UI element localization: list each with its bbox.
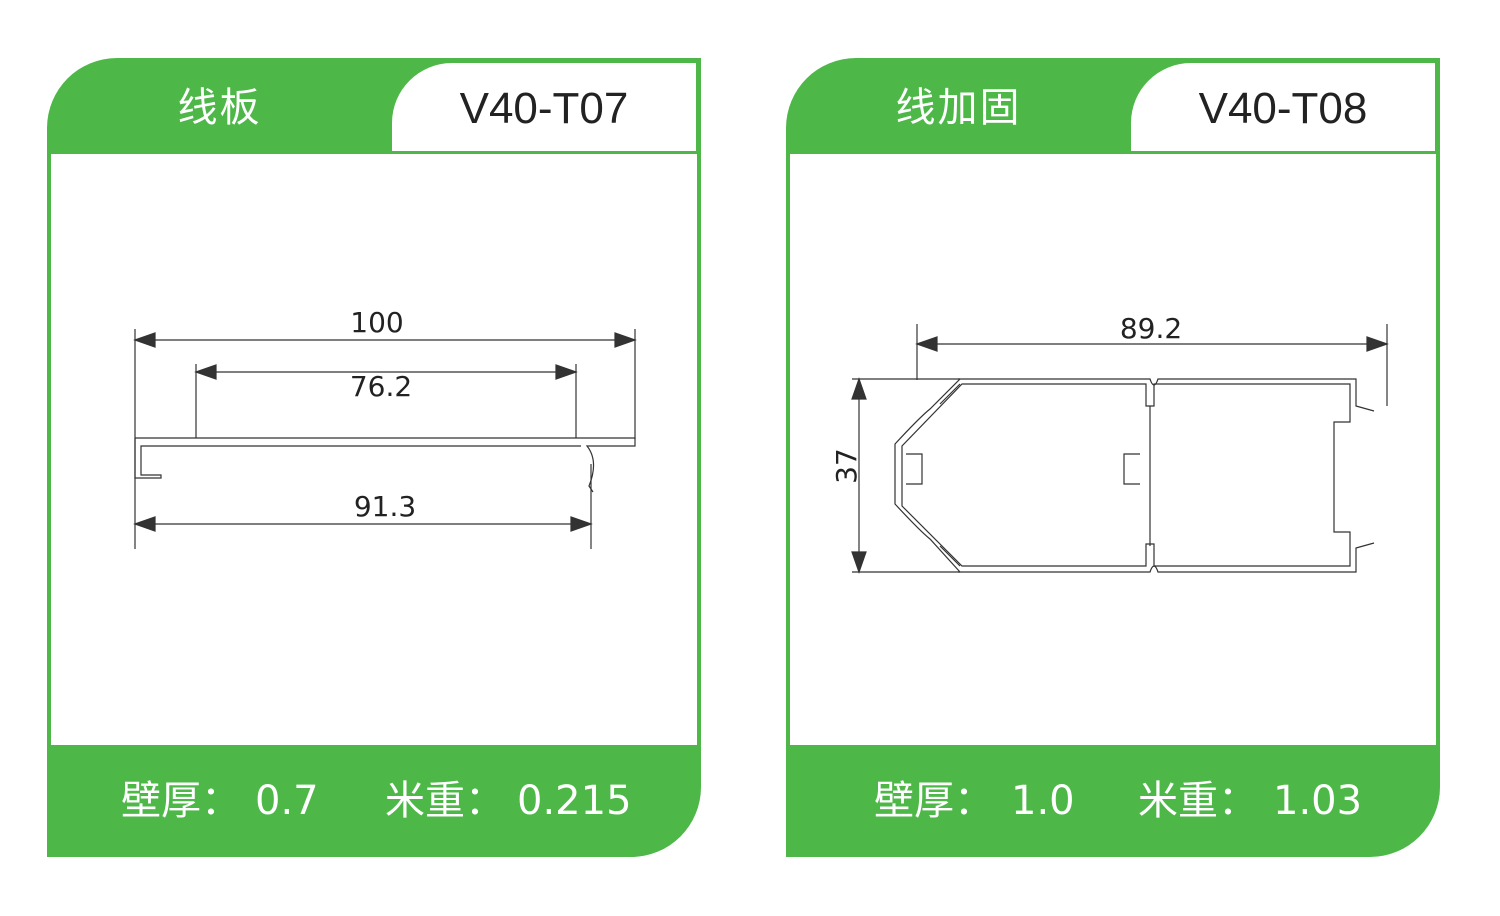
product-card-v40-t07: 线板 V40-T07 100 76.2 91.3 壁厚： 0.7 米重： 0.2… [47,58,701,857]
card-footer: 壁厚： 0.7 米重： 0.215 [47,745,701,857]
card-header: 线板 V40-T07 [47,58,701,156]
wall-label: 壁厚： [874,778,994,824]
profile-drawing-area: 100 76.2 91.3 [47,154,701,746]
product-name: 线板 [177,85,262,131]
card-header: 线加固 V40-T08 [786,58,1440,156]
product-code-tab: V40-T08 [1131,63,1435,151]
wall-thickness: 1.0 [1011,778,1075,824]
dim-bottom: 91.3 [354,490,416,523]
dim-width: 89.2 [1120,312,1182,345]
product-code: V40-T07 [459,84,629,133]
weight-label: 米重： [1138,778,1258,824]
card-footer: 壁厚： 1.0 米重： 1.03 [786,745,1440,857]
profile-drawing: 100 76.2 91.3 [133,306,637,549]
product-card-v40-t08: 线加固 V40-T08 89.2 37 壁厚： 1.0 米重： 1.03 [786,58,1440,857]
product-code: V40-T08 [1198,84,1368,133]
dim-inner: 76.2 [350,370,412,403]
wall-label: 壁厚： [121,778,241,824]
product-code-tab: V40-T07 [392,63,696,151]
weight-per-meter: 0.215 [517,778,632,824]
product-name: 线加固 [895,85,1022,131]
wall-thickness: 0.7 [255,778,319,824]
profile-drawing-area: 89.2 37 [786,154,1440,746]
weight-label: 米重： [385,778,505,824]
dim-height: 37 [830,448,863,484]
dim-overall: 100 [350,306,403,339]
profile-drawing: 89.2 37 [830,312,1389,574]
weight-per-meter: 1.03 [1273,778,1363,824]
